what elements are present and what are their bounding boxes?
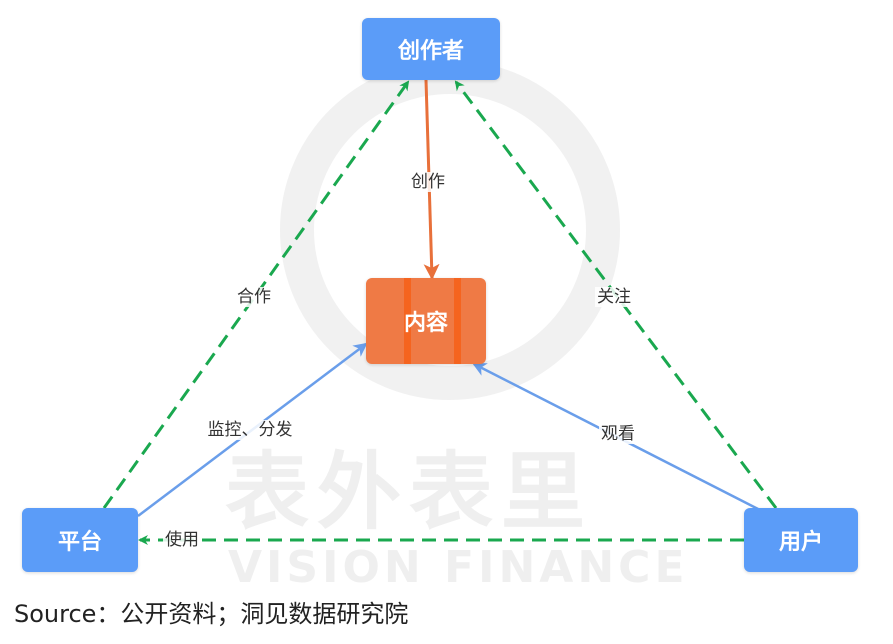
node-creator: 创作者 [362,18,500,80]
source-note: Source：公开资料；洞见数据研究院 [14,600,409,628]
edge-label-use: 使用 [163,530,201,550]
edge-label-follow: 关注 [595,287,633,307]
edge-label-create: 创作 [409,172,447,192]
node-platform: 平台 [22,508,138,572]
watermark-en: VISION FINANCE [228,542,689,593]
edge-label-cooperate: 合作 [235,287,273,307]
watermark-cn: 表外表里 [225,443,594,541]
edge-label-monitor: 监控、分发 [205,420,295,440]
node-content-label: 内容 [403,311,448,336]
node-content: 内容 [366,278,486,364]
node-user: 用户 [744,508,858,572]
edge-label-watch: 观看 [599,424,637,444]
